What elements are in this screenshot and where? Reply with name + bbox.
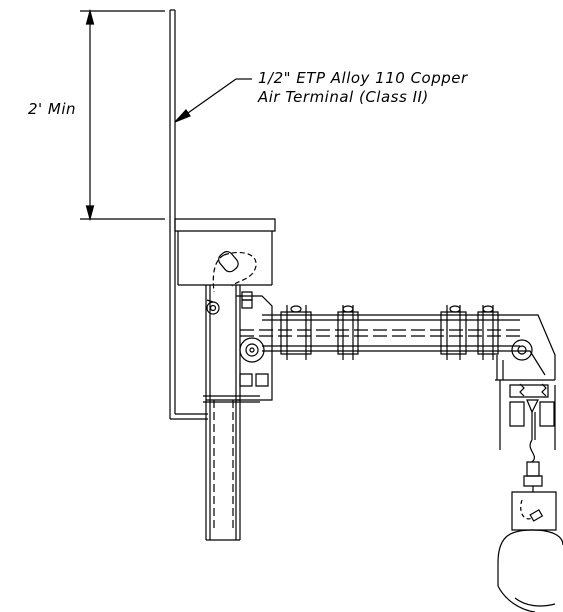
dimension-2ft-min: [80, 11, 165, 219]
mounting-pole: [203, 285, 260, 540]
callout-leader: [175, 79, 252, 122]
dimension-label: 2' Min: [28, 100, 77, 118]
callout-text-line2: Air Terminal (Class II): [258, 88, 429, 106]
camera-housing: [498, 492, 563, 612]
junction-box: [175, 219, 275, 292]
air-terminal-rod: [170, 10, 208, 419]
arm-mount-plate: [236, 292, 272, 400]
callout-text-line1: 1/2" ETP Alloy 110 Copper: [258, 69, 468, 87]
arm-elbow: [495, 315, 555, 380]
camera-mount: [500, 380, 555, 492]
horizontal-arm: [240, 305, 520, 360]
